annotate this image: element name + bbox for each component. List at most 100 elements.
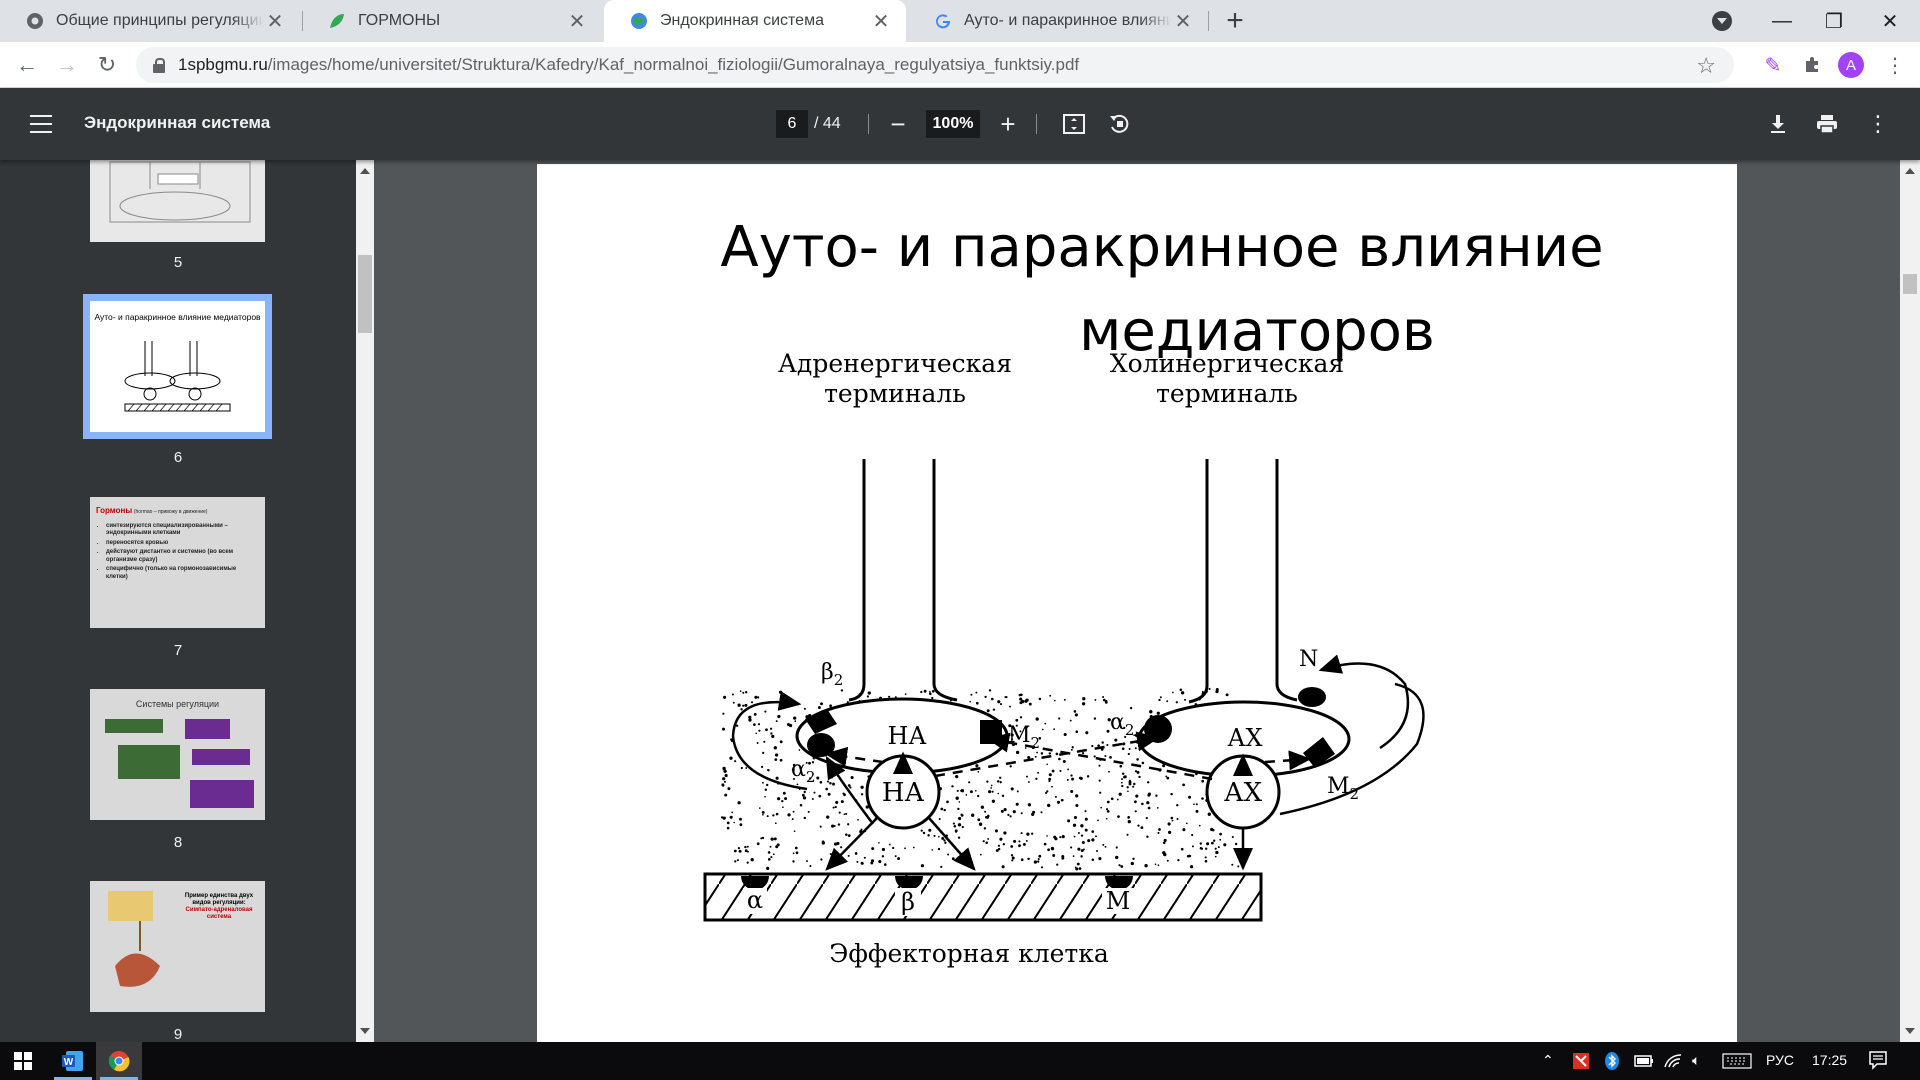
left-terminal-label: Адренергическая <box>778 349 1012 378</box>
more-options-icon[interactable]: ⋮ <box>1867 111 1889 136</box>
notifications-icon[interactable] <box>1868 1050 1888 1073</box>
main-scrollbar[interactable] <box>1900 160 1920 1042</box>
bluetooth-icon[interactable] <box>1604 1052 1620 1073</box>
pdf-page: Ауто- и паракринное влияние медиаторов А… <box>537 164 1737 1042</box>
zoom-out-button[interactable]: − <box>890 108 906 139</box>
tab-1[interactable]: Общие принципы регуляции ж ✕ <box>0 0 300 42</box>
zoom-level-input[interactable]: 100% <box>926 110 980 138</box>
tab-2[interactable]: ГОРМОНЫ ✕ <box>302 0 602 42</box>
thumbnail-diagram <box>105 719 254 808</box>
thumbnail-page-number: 5 <box>173 254 183 271</box>
network-icon[interactable] <box>1664 1052 1682 1071</box>
thumbnail-page-8[interactable]: Системы регуляции <box>90 689 265 820</box>
browser-menu-icon[interactable]: ⋮ <box>1885 54 1905 77</box>
thumbnail-page-5[interactable] <box>90 160 265 242</box>
scroll-up-arrow-icon[interactable] <box>1905 168 1915 174</box>
menu-icon[interactable] <box>30 115 52 133</box>
thumbnail-bullets: синтезируются специализированными – эндо… <box>106 523 259 582</box>
tab-divider <box>302 11 303 31</box>
right-terminal-label: Холинергическая <box>1110 349 1344 378</box>
thumbnail-title: Ауто- и паракринное влияние медиаторов <box>94 312 261 322</box>
thumbnail-page-6[interactable]: Ауто- и паракринное влияние медиаторов <box>83 294 272 439</box>
reload-icon[interactable]: ↻ <box>97 52 117 77</box>
lock-icon[interactable] <box>152 58 165 73</box>
word-app-icon[interactable]: W <box>50 1042 96 1080</box>
rotate-icon[interactable] <box>1103 108 1135 140</box>
volume-icon[interactable]: 🔈︎ <box>1692 1052 1701 1068</box>
mediator-label: НА <box>882 778 925 808</box>
input-language[interactable]: РУС <box>1766 1052 1795 1068</box>
puzzle-extensions-icon[interactable] <box>1797 50 1827 80</box>
tab-divider <box>1208 11 1209 31</box>
svg-text:α2: α2 <box>791 757 815 786</box>
new-tab-button[interactable]: + <box>1226 4 1244 37</box>
effector-cell-label: Эффекторная клетка <box>829 939 1109 968</box>
leaf-icon <box>328 12 346 30</box>
mediator-label: АХ <box>1224 778 1263 808</box>
bookmark-star-icon[interactable]: ☆ <box>1696 53 1716 78</box>
url-host: 1spbgmu.ru <box>178 55 268 74</box>
tab-title: Эндокринная система <box>660 12 824 29</box>
thumbnail-page-number: 7 <box>173 642 183 659</box>
address-bar[interactable]: 1spbgmu.ru/images/home/universitet/Struk… <box>136 47 1734 83</box>
scroll-down-arrow-icon[interactable] <box>1905 1028 1915 1034</box>
svg-text:M: M <box>1106 887 1131 915</box>
keyboard-icon[interactable] <box>1722 1053 1752 1072</box>
close-icon[interactable]: ✕ <box>266 10 284 33</box>
cross-influence-arrows <box>824 731 1312 781</box>
windows-taskbar: W ⌃ 🔈︎ РУС 17:25 <box>0 1042 1920 1080</box>
zoom-in-button[interactable]: + <box>1000 108 1016 139</box>
pdf-toolbar: Эндокринная система 6 / 44 − 100% + ⋮ <box>0 88 1920 160</box>
svg-text:M2: M2 <box>1327 774 1359 803</box>
close-icon[interactable]: ✕ <box>1174 10 1192 33</box>
tab-search-icon[interactable] <box>1712 11 1732 31</box>
svg-text:β: β <box>901 888 915 916</box>
right-terminal-label: терминаль <box>1156 379 1298 408</box>
profile-avatar[interactable]: A <box>1838 52 1864 78</box>
thumbnail-illustration <box>108 891 160 987</box>
restore-button[interactable]: ❐ <box>1825 10 1843 33</box>
tab-strip: Общие принципы регуляции ж ✕ ГОРМОНЫ ✕ Э… <box>0 0 1920 42</box>
google-icon <box>934 12 952 30</box>
scroll-up-arrow-icon[interactable] <box>360 168 370 174</box>
windows-start-icon[interactable] <box>0 1042 46 1080</box>
browser-toolbar: ← → ↻ 1spbgmu.ru/images/home/universitet… <box>0 42 1920 88</box>
divider <box>868 114 869 134</box>
page-number-input[interactable]: 6 <box>776 110 808 138</box>
thumbnail-page-9[interactable]: Пример единства двух видов регуляции: Си… <box>90 881 265 1012</box>
clock-time[interactable]: 17:25 <box>1812 1052 1848 1068</box>
globe-icon <box>26 12 44 30</box>
thumbnail-page-number: 8 <box>173 834 183 851</box>
scroll-down-arrow-icon[interactable] <box>360 1028 370 1034</box>
close-icon[interactable]: ✕ <box>872 10 890 33</box>
back-arrow-icon[interactable]: ← <box>16 52 38 77</box>
chrome-app-icon[interactable] <box>96 1042 142 1080</box>
document-title: Эндокринная система <box>84 113 271 132</box>
tab-4[interactable]: Ауто- и паракринное влияние м ✕ <box>908 0 1208 42</box>
print-icon[interactable] <box>1811 108 1843 140</box>
battery-icon[interactable] <box>1634 1054 1654 1070</box>
antivirus-icon[interactable] <box>1572 1050 1590 1073</box>
thumbnail-title: Системы регуляции <box>135 699 220 709</box>
fit-page-icon[interactable] <box>1058 108 1090 140</box>
chevron-up-icon[interactable]: ⌃ <box>1542 1052 1554 1068</box>
scrollbar-thumb[interactable] <box>358 255 372 333</box>
pdf-viewer[interactable]: Ауто- и паракринное влияние медиаторов А… <box>374 160 1900 1042</box>
page-total: / 44 <box>814 115 841 132</box>
svg-text:M2: M2 <box>1008 723 1040 752</box>
window-close-button[interactable]: ✕ <box>1881 10 1899 33</box>
svg-text:α: α <box>747 886 763 914</box>
sidebar-scrollbar[interactable] <box>356 160 374 1042</box>
close-icon[interactable]: ✕ <box>568 10 586 33</box>
download-icon[interactable] <box>1762 108 1794 140</box>
forward-arrow-icon[interactable]: → <box>56 52 78 77</box>
minimize-button[interactable]: — <box>1772 9 1792 32</box>
thumbnail-sidebar: 5 Ауто- и паракринное влияние медиаторов… <box>0 160 356 1042</box>
terminal-mediator-label: НА <box>887 722 926 750</box>
scrollbar-thumb[interactable] <box>1903 274 1917 294</box>
tab-title: Общие принципы регуляции ж <box>56 12 264 29</box>
tab-3-active[interactable]: Эндокринная система ✕ <box>604 0 906 42</box>
thumbnail-diagram <box>124 341 231 412</box>
thumbnail-page-7[interactable]: Гормоны (hormao – привожу в движение) си… <box>90 497 265 628</box>
pen-extension-icon[interactable]: ✎ <box>1764 54 1782 77</box>
